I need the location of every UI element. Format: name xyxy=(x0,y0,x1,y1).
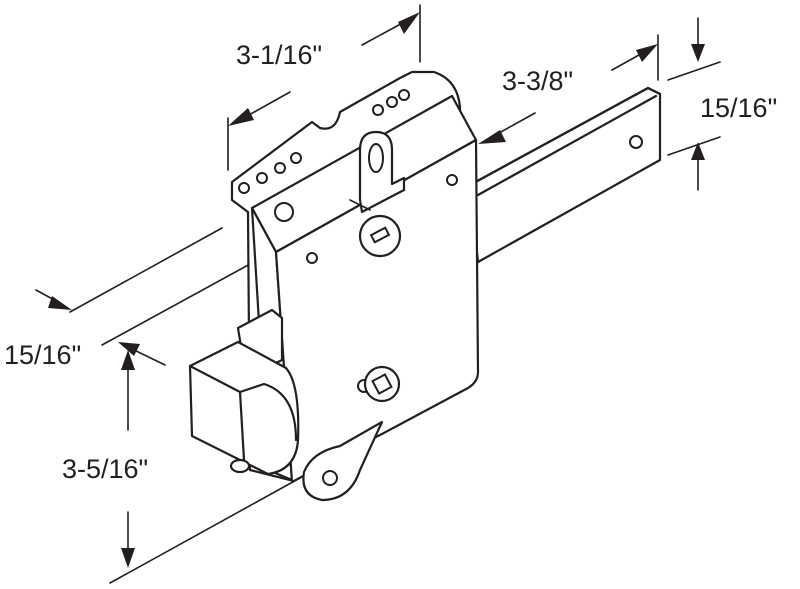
dim-height: 3-5/16" xyxy=(62,350,301,584)
arrowhead-height-top xyxy=(121,350,135,370)
arrowhead-bar-bottom xyxy=(691,142,705,160)
label-top-width: 3-1/16" xyxy=(236,40,322,70)
latch-bar-edge xyxy=(476,94,658,197)
cylinder-upper-slot xyxy=(369,226,391,244)
ext-line-left-lower xyxy=(101,251,273,346)
dim-left-depth: 15/16" xyxy=(4,227,273,370)
catch-curve xyxy=(262,382,298,442)
catch-foot xyxy=(229,458,251,474)
plate-hole-5 xyxy=(372,104,384,116)
latch-bar-hole xyxy=(629,135,643,149)
latch-bar xyxy=(468,86,662,264)
label-bar-length: 3-3/8" xyxy=(502,66,573,96)
arrowhead-top-left xyxy=(228,108,254,126)
housing-top-hole xyxy=(274,202,294,222)
housing-front-hole-right xyxy=(446,174,458,186)
housing-front-hole-left xyxy=(306,252,318,264)
latch-bar-top-edge xyxy=(468,86,662,187)
dim-bar-length: 3-3/8" xyxy=(478,34,659,144)
arrowhead-height-bottom xyxy=(121,548,135,568)
top-hook xyxy=(349,130,406,214)
catch-block xyxy=(188,340,300,476)
arrowhead-top-right xyxy=(398,12,420,34)
label-height: 3-5/16" xyxy=(62,454,148,484)
arrowhead-bar-top xyxy=(691,44,705,62)
label-left-depth: 15/16" xyxy=(4,340,81,370)
housing-front-face xyxy=(274,138,480,484)
plate-hole-3 xyxy=(274,162,286,174)
plate-hole-1 xyxy=(238,182,250,194)
key-cylinder-upper xyxy=(358,214,402,258)
ext-line-bar-top xyxy=(667,61,721,81)
latch-bar-front xyxy=(468,86,662,264)
ext-line-bar-bottom xyxy=(667,136,721,156)
spindle-lower xyxy=(363,365,401,403)
plate-hole-7 xyxy=(398,89,410,101)
ext-line-height-bottom xyxy=(109,477,301,584)
arrowhead-left-upper xyxy=(48,296,72,310)
label-bar-height: 15/16" xyxy=(700,93,777,123)
hook-base-line xyxy=(349,199,371,211)
arrowhead-bar-left xyxy=(478,130,506,144)
spindle-square xyxy=(371,373,393,395)
arrowhead-bar-right xyxy=(636,44,658,62)
dim-bar-height: 15/16" xyxy=(667,17,777,191)
latch-catch xyxy=(188,308,300,476)
ext-line-left-upper xyxy=(69,227,223,313)
plate-hole-6 xyxy=(386,96,398,108)
plate-hole-2 xyxy=(256,172,268,184)
bottom-ear xyxy=(302,420,384,502)
ear-hole xyxy=(322,470,338,486)
hook-slot xyxy=(368,143,384,173)
dim-top-width: 3-1/16" xyxy=(227,4,421,171)
catch-front-edge xyxy=(238,390,246,462)
plate-hole-4 xyxy=(290,152,302,164)
arrowhead-left-lower xyxy=(118,342,140,356)
